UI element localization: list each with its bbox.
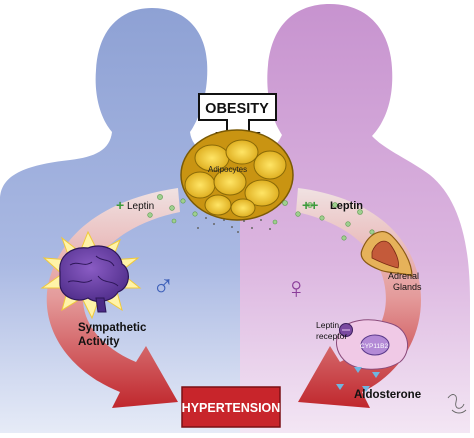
adipocytes-cluster xyxy=(180,129,294,221)
female-symbol: ♀ xyxy=(285,272,308,305)
adipocytes-label: Adipocytes xyxy=(208,165,247,174)
adrenal-label-line2: Glands xyxy=(393,282,422,292)
leptin-particles xyxy=(147,194,375,241)
adrenal-label-line1: Adrenal xyxy=(388,271,419,281)
small-particles xyxy=(197,217,271,233)
hypertension-box xyxy=(181,386,281,428)
leptin-left-sign: + xyxy=(116,197,124,213)
left-arc-arrow xyxy=(46,188,180,408)
obesity-title: OBESITY xyxy=(205,101,269,117)
enzyme-label: CYP11B2 xyxy=(360,343,388,350)
male-symbol: ♂ xyxy=(152,270,175,303)
leptin-right-sign: ++ xyxy=(302,197,318,213)
receptor-label-line2: receptor xyxy=(316,331,347,341)
leptin-right-label: Leptin xyxy=(330,200,363,212)
sympathetic-label-line1: Sympathetic xyxy=(78,322,147,334)
brain-icon xyxy=(40,230,142,320)
artist-signature xyxy=(447,394,467,414)
aldosterone-label: Aldosterone xyxy=(354,389,421,401)
leptin-receptor-cell xyxy=(336,319,408,392)
adrenal-gland-icon xyxy=(360,231,413,277)
sympathetic-label-line2: Activity xyxy=(78,336,120,348)
hypertension-label: HYPERTENSION xyxy=(182,401,281,415)
leptin-left-label: Leptin xyxy=(127,201,154,212)
receptor-label-line1: Leptin xyxy=(316,320,339,330)
